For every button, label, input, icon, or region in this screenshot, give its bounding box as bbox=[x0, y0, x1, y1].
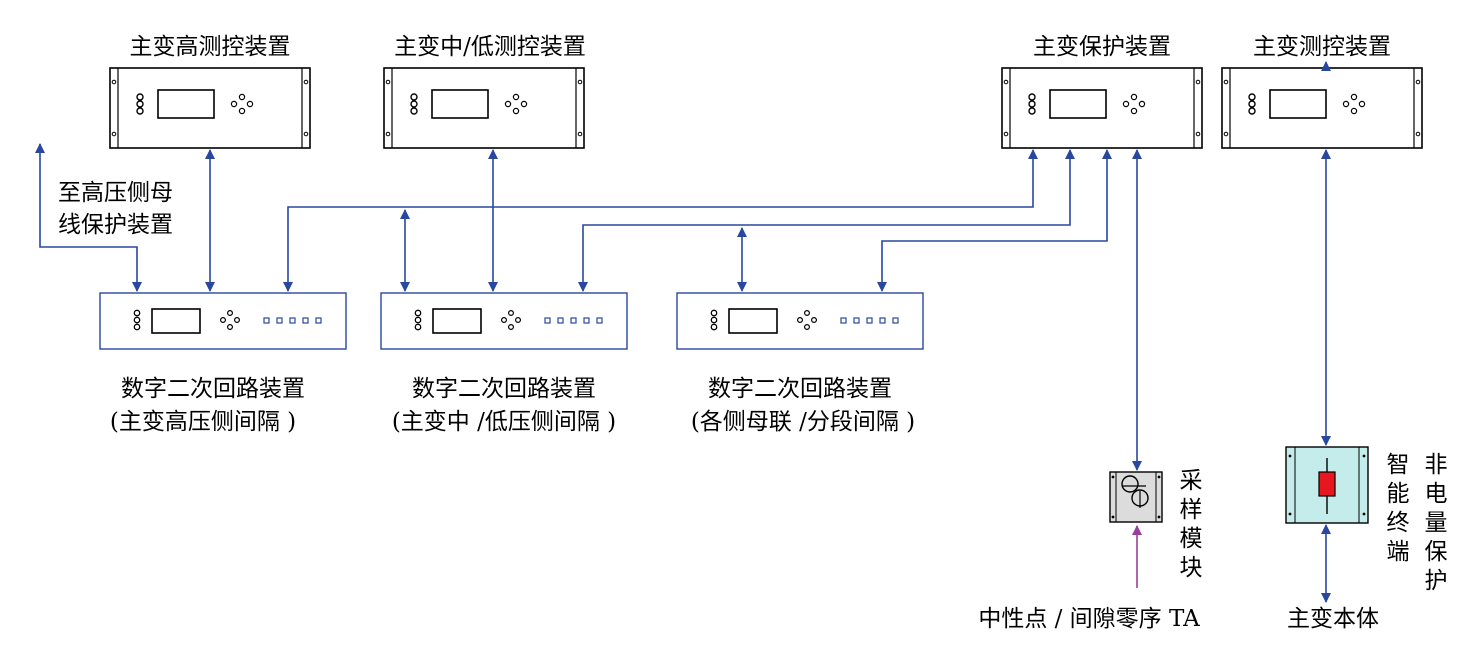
label-to-busbar-2: 线保护装置 bbox=[58, 212, 173, 238]
secondary-loop-device-high bbox=[99, 292, 347, 350]
connection-wires bbox=[35, 61, 1331, 603]
main-high-measure-control-device bbox=[109, 67, 311, 149]
main-midlow-measure-control-device bbox=[383, 67, 585, 149]
label-main-mc: 主变测控装置 bbox=[1253, 34, 1391, 60]
label-loop-bus-title: 数字二次回路装置 bbox=[708, 376, 892, 402]
label-loop-high-sub: (主变高压侧间隔 ) bbox=[109, 409, 297, 435]
secondary-loop-device-midlow bbox=[380, 292, 628, 350]
label-main-high-mc: 主变高测控装置 bbox=[129, 34, 291, 60]
main-protection-device bbox=[1001, 67, 1203, 149]
label-loop-midlow-sub: (主变中 /低压侧间隔 ) bbox=[391, 409, 617, 435]
label-neutral-ta: 中性点 / 间隙零序 TA bbox=[978, 606, 1200, 632]
label-sampling-module: 采样模块 bbox=[1179, 468, 1203, 581]
label-smart-terminal: 智能终端 bbox=[1386, 452, 1410, 565]
label-non-electric-protection: 非电量保护 bbox=[1424, 452, 1448, 594]
label-transformer-body: 主变本体 bbox=[1287, 606, 1379, 632]
secondary-loop-device-bus-coupler bbox=[676, 292, 924, 350]
smart-terminal bbox=[1285, 446, 1369, 524]
label-loop-midlow-title: 数字二次回路装置 bbox=[412, 376, 596, 402]
label-loop-high-title: 数字二次回路装置 bbox=[121, 376, 305, 402]
label-main-midlow-mc: 主变中/低测控装置 bbox=[394, 34, 586, 60]
sampling-module bbox=[1109, 471, 1163, 523]
label-to-busbar-1: 至高压侧母 bbox=[58, 180, 173, 206]
main-measure-control-device bbox=[1221, 67, 1423, 149]
label-main-protection: 主变保护装置 bbox=[1033, 34, 1171, 60]
label-loop-bus-sub: (各侧母联 /分段间隔 ) bbox=[690, 409, 916, 435]
